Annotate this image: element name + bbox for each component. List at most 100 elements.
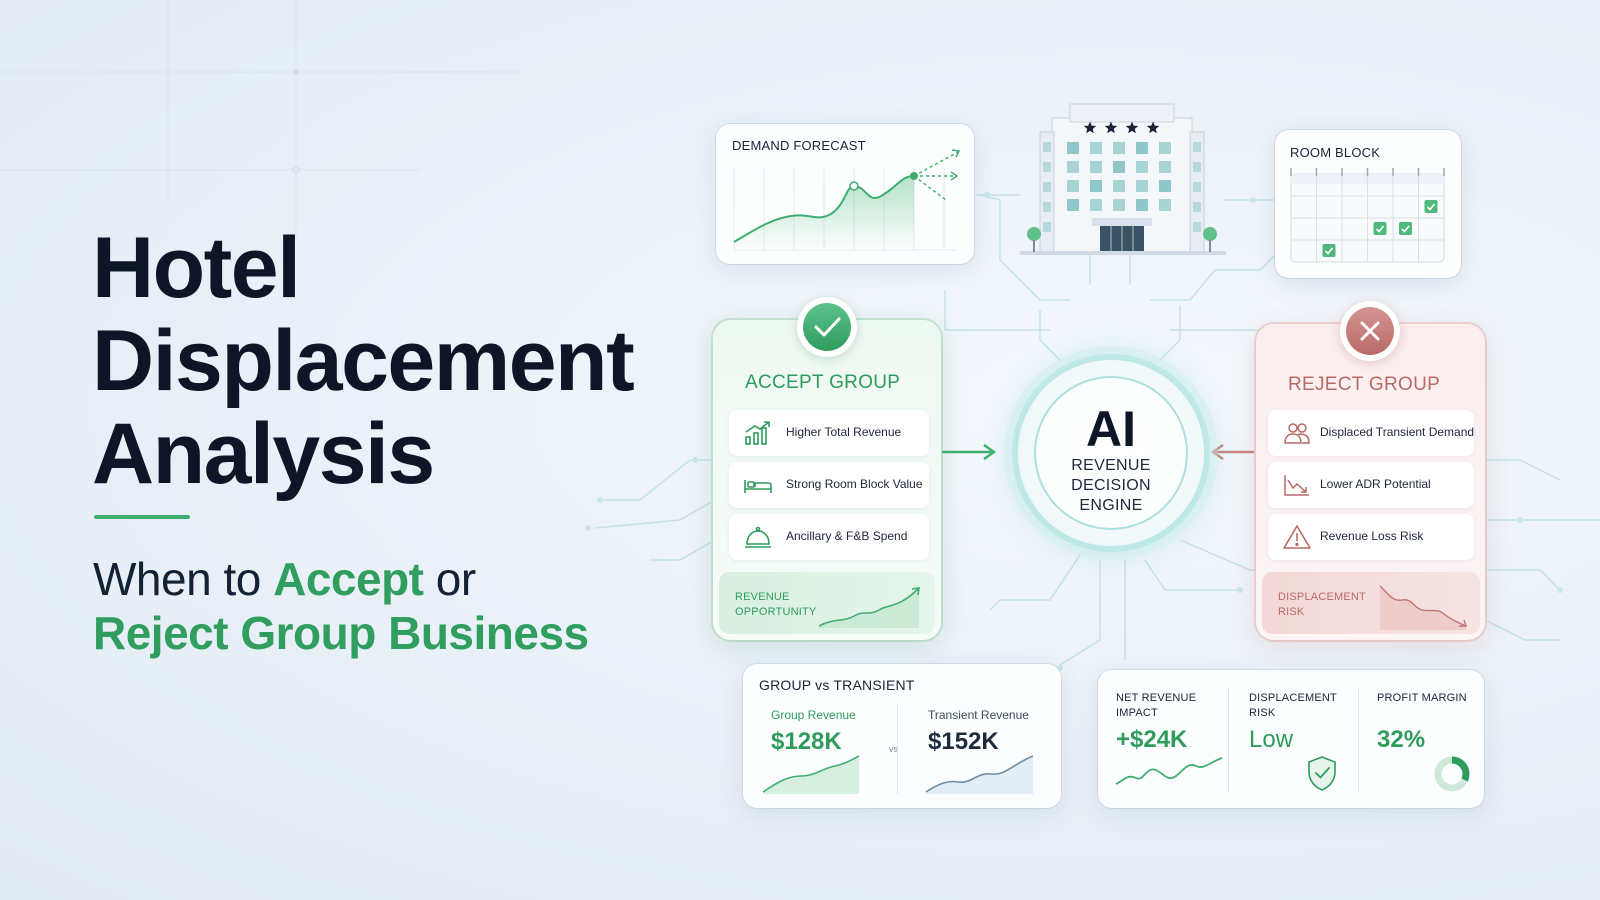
metrics-card: NET REVENUE IMPACT +$24K DISPLACEMENT RI…	[1098, 670, 1484, 808]
accept-item-label: Higher Total Revenue	[786, 425, 902, 439]
booked-check-icon	[1399, 222, 1412, 235]
group-vs-transient-title: GROUP vs TRANSIENT	[759, 677, 915, 693]
revenue-opportunity-label: REVENUE OPPORTUNITY	[735, 591, 817, 618]
window	[1159, 161, 1171, 173]
window	[1159, 180, 1171, 192]
room-block-calendar	[1290, 168, 1445, 263]
ai-revenue-decision-engine: AI REVENUE DECISION ENGINE	[1018, 360, 1204, 546]
engine-ai-label: AI	[1086, 401, 1136, 457]
window	[1159, 142, 1171, 154]
hotel-stars	[1083, 121, 1160, 134]
booked-check-icon	[1424, 200, 1438, 213]
revenue-opportunity-box: REVENUE OPPORTUNITY	[719, 572, 935, 634]
people-icon	[1284, 423, 1310, 444]
transient-revenue-value: $152K	[928, 728, 999, 755]
displacement-risk-box: DISPLACEMENT RISK	[1262, 572, 1480, 634]
close-icon	[1360, 321, 1380, 341]
window	[1090, 180, 1102, 192]
group-revenue-label: Group Revenue	[771, 708, 856, 722]
booked-check-icon	[1373, 222, 1387, 235]
bar-chart-up-icon	[745, 421, 770, 445]
group-revenue-sparkline	[762, 755, 1034, 794]
window	[1067, 142, 1079, 154]
window	[1159, 199, 1171, 211]
title-line-displacement: Displacement	[92, 313, 635, 409]
reject-item-label: Revenue Loss Risk	[1320, 529, 1424, 543]
window	[1090, 142, 1102, 154]
subtitle-when-to: When to	[93, 553, 274, 605]
reject-item-lower-adr-potential: Lower ADR Potential	[1268, 462, 1474, 508]
demand-forecast-title: DEMAND FORECAST	[732, 138, 866, 153]
window	[1136, 180, 1148, 192]
revenue-opportunity-sparkline	[818, 587, 920, 628]
window	[1067, 161, 1079, 173]
displacement-risk-sparkline	[1379, 585, 1467, 630]
hotel-building-icon	[1020, 103, 1226, 255]
trend-down-icon	[1284, 475, 1309, 496]
window	[1113, 199, 1125, 211]
checkmark-icon	[814, 317, 841, 337]
window	[1136, 161, 1148, 173]
accept-item-higher-total-revenue: Higher Total Revenue	[729, 410, 929, 456]
reject-x-badge	[1340, 301, 1400, 361]
group-vs-transient-card: GROUP vs TRANSIENT Group Revenue $128K v…	[743, 664, 1061, 808]
accept-item-label: Strong Room Block Value	[786, 477, 923, 491]
profit-margin-arc	[1434, 756, 1470, 792]
displacement-risk-label: DISPLACEMENT RISK	[1278, 591, 1366, 618]
accept-item-label: Ancillary & F&B Spend	[786, 529, 908, 543]
window	[1136, 142, 1148, 154]
net-revenue-impact-label: NET REVENUE IMPACT	[1116, 692, 1197, 719]
displacement-risk-metric-label: DISPLACEMENT RISK	[1249, 692, 1337, 719]
subtitle-accept: Accept	[273, 553, 424, 605]
window	[1090, 199, 1102, 211]
group-revenue-value: $128K	[771, 728, 842, 755]
accept-group-panel: ACCEPT GROUP Higher Total Revenue Strong…	[713, 320, 941, 640]
window	[1067, 199, 1079, 211]
star-icon	[1083, 121, 1097, 134]
service-bell-icon	[745, 526, 771, 548]
star-icon	[1104, 121, 1118, 134]
shield-check-icon	[1308, 756, 1336, 791]
window	[1067, 180, 1079, 192]
title-line-analysis: Analysis	[92, 406, 435, 502]
bed-icon	[744, 480, 772, 493]
room-block-card: ROOM BLOCK	[1275, 130, 1461, 278]
net-revenue-sparkline	[1115, 757, 1223, 785]
profit-margin-value: 32%	[1377, 726, 1426, 753]
profit-margin-label: PROFIT MARGIN	[1377, 692, 1467, 704]
engine-subtitle: REVENUE DECISION ENGINE	[1071, 457, 1151, 514]
demand-forecast-card: DEMAND FORECAST	[716, 124, 974, 264]
vs-label: vs	[889, 744, 898, 754]
star-icon	[1146, 121, 1160, 134]
demand-forecast-chart	[733, 149, 961, 251]
displacement-risk-value: Low	[1249, 726, 1294, 753]
reject-item-label: Displaced Transient Demand	[1320, 425, 1475, 439]
accept-item-ancillary-fb-spend: Ancillary & F&B Spend	[729, 514, 929, 560]
transient-revenue-label: Transient Revenue	[928, 708, 1029, 722]
booked-check-icon	[1322, 244, 1336, 257]
forecast-line	[733, 175, 915, 243]
reject-arrow-icon	[1210, 443, 1260, 461]
hotel-windows	[1043, 142, 1201, 232]
subtitle-reject-group-business: Reject Group Business	[93, 607, 589, 659]
reject-group-panel: REJECT GROUP Displaced Transient Demand …	[1256, 324, 1485, 640]
accept-group-title: ACCEPT GROUP	[745, 372, 901, 393]
window	[1113, 142, 1125, 154]
accept-arrow-icon	[942, 443, 997, 461]
window	[1136, 199, 1148, 211]
net-revenue-impact-value: +$24K	[1116, 726, 1188, 753]
page-title: Hotel Displacement Analysis	[92, 220, 635, 502]
reject-item-label: Lower ADR Potential	[1320, 477, 1431, 491]
title-underline	[94, 515, 190, 519]
accept-item-strong-room-block-value: Strong Room Block Value	[729, 462, 929, 508]
warning-icon	[1283, 525, 1311, 549]
profit-margin-donut	[1434, 756, 1470, 792]
reject-group-title: REJECT GROUP	[1288, 374, 1441, 395]
page-subtitle: When to Accept or Reject Group Business	[93, 552, 589, 660]
window	[1113, 180, 1125, 192]
star-icon	[1125, 121, 1139, 134]
subtitle-or: or	[423, 553, 476, 605]
window	[1113, 161, 1125, 173]
title-line-hotel: Hotel	[92, 220, 301, 316]
